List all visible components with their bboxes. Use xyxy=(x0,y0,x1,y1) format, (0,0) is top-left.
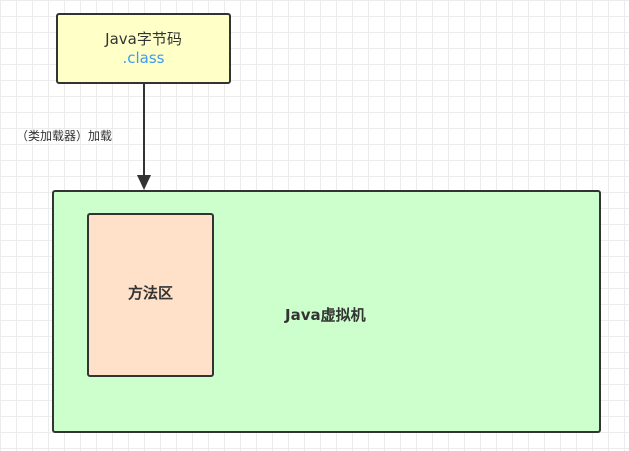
load-arrow xyxy=(137,84,151,190)
bytecode-node: Java字节码 .class xyxy=(56,13,231,84)
method-area-label: 方法区 xyxy=(127,283,173,302)
bytecode-extension: .class xyxy=(122,48,165,67)
jvm-label: Java虚拟机 xyxy=(285,306,366,324)
bytecode-title: Java字节码 xyxy=(105,29,182,48)
load-edge-label: （类加载器）加载 xyxy=(16,129,113,143)
method-area-node: 方法区 xyxy=(87,213,214,377)
